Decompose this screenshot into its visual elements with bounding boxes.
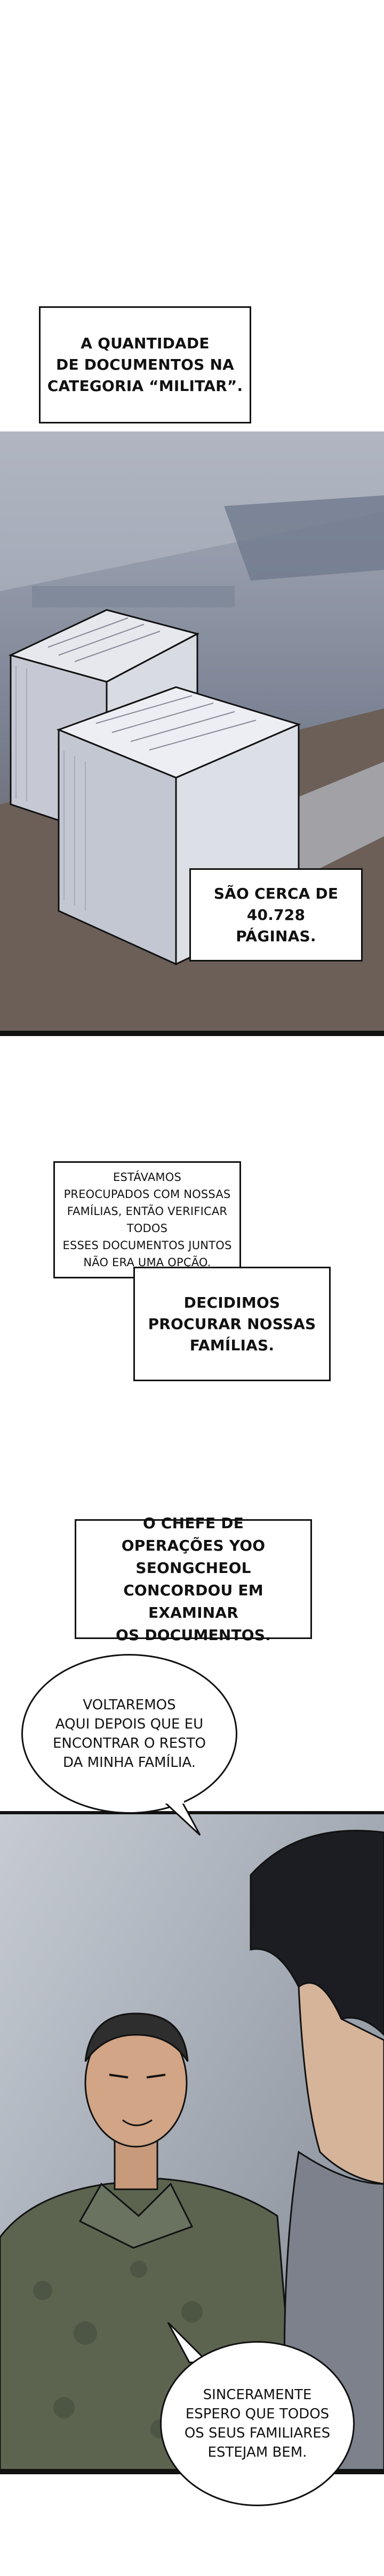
- speech-bubble-return: VOLTAREMOS AQUI DEPOIS QUE EU ENCONTRAR …: [21, 1654, 237, 1814]
- speech-bubble-hope: SINCERAMENTE ESPERO QUE TODOS OS SEUS FA…: [160, 2341, 355, 2506]
- bubble-tail-return: [160, 1800, 201, 1836]
- caption-text: A QUANTIDADE DE DOCUMENTOS NA CATEGORIA …: [47, 335, 243, 395]
- caption-document-quantity: A QUANTIDADE DE DOCUMENTOS NA CATEGORIA …: [39, 306, 251, 423]
- speech-text: VOLTAREMOS AQUI DEPOIS QUE EU ENCONTRAR …: [52, 1697, 206, 1771]
- caption-text: DECIDIMOS PROCURAR NOSSAS FAMÍLIAS.: [148, 1293, 316, 1354]
- caption-page-count: SÃO CERCA DE 40.728 PÁGINAS.: [189, 868, 363, 961]
- caption-text: ESTÁVAMOS PREOCUPADOS COM NOSSAS FAMÍLIA…: [62, 1171, 232, 1269]
- caption-text: SÃO CERCA DE 40.728 PÁGINAS.: [213, 884, 339, 945]
- caption-decided-search: DECIDIMOS PROCURAR NOSSAS FAMÍLIAS.: [133, 1267, 331, 1381]
- speech-text: SINCERAMENTE ESPERO QUE TODOS OS SEUS FA…: [184, 2387, 331, 2460]
- young-man-hair: [250, 1830, 384, 2036]
- caption-text: O CHEFE DE OPERAÇÕES YOO SEONGCHEOL CONC…: [116, 1514, 271, 1644]
- young-man-face: [298, 1982, 384, 2185]
- caption-chief-agreed: O CHEFE DE OPERAÇÕES YOO SEONGCHEOL CONC…: [75, 1514, 312, 1644]
- caption-worried-families: ESTÁVAMOS PREOCUPADOS COM NOSSAS FAMÍLIA…: [53, 1161, 241, 1278]
